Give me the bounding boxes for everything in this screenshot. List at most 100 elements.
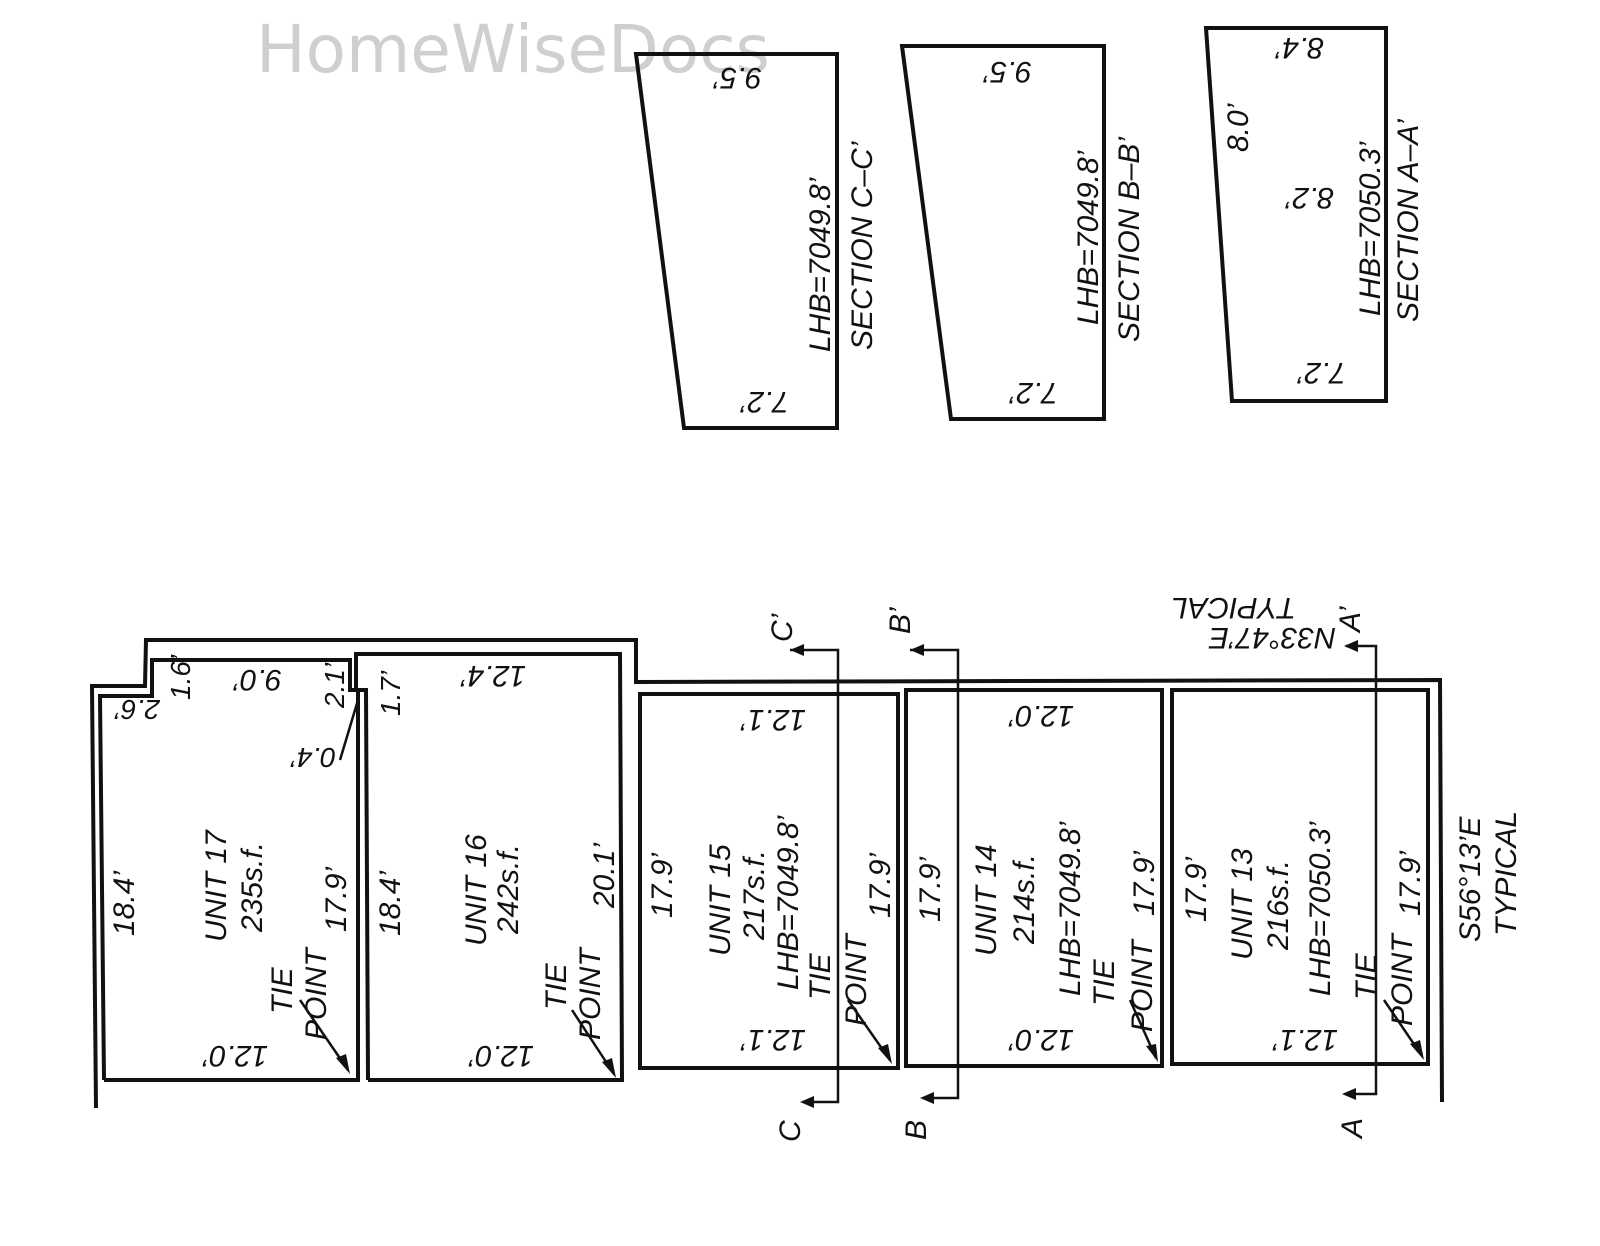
section-a-profile: 8.4’ 8.0’ 8.2’ 7.2’ LHB=7050.3’ SECTION … — [1203, 26, 1425, 403]
unit-17-name: UNIT 17 — [200, 829, 233, 942]
section-a-lhb: LHB=7050.3’ — [1354, 140, 1387, 316]
unit-17-bottom-dim: 12.0’ — [202, 1039, 268, 1072]
unit-14-bottom-dim: 12.0’ — [1008, 1023, 1074, 1056]
section-a-bottom-dim: 7.2’ — [1296, 356, 1346, 389]
unit-14-point-label: POINT — [1126, 938, 1159, 1032]
unit-14-right-dim: 17.9’ — [1128, 850, 1161, 916]
section-a-cut-line — [1346, 644, 1378, 1096]
unit-16-top-dim: 12.4’ — [460, 659, 526, 692]
unit-16-outline — [354, 652, 625, 1082]
unit-13-point-label: POINT — [1386, 932, 1419, 1026]
section-c-title: SECTION C–C’ — [846, 140, 879, 350]
section-a-title: SECTION A–A’ — [1392, 118, 1425, 322]
section-a-top-arrow — [1344, 640, 1358, 652]
unit-17-right-dim: 17.9’ — [320, 866, 353, 932]
unit-17-tie-label: TIE — [266, 966, 299, 1014]
section-b-outline — [899, 44, 1106, 421]
section-b-cut-line — [910, 648, 960, 1100]
unit-17-dim-2: 2.6’ — [114, 694, 161, 725]
watermark: HomeWiseDocs — [256, 11, 770, 88]
unit-16-name: UNIT 16 — [460, 834, 493, 946]
unit-15-right-dim: 17.9’ — [864, 852, 897, 918]
unit-17-tie-arrowhead — [336, 1054, 350, 1074]
section-b-profile: 9.5’ 7.2’ LHB=7049.8’ SECTION B–B’ — [899, 44, 1146, 421]
unit-16-tie-arrowhead — [602, 1058, 616, 1078]
section-b-top-dim: 9.5’ — [982, 55, 1032, 88]
unit-14-outline — [904, 688, 1164, 1068]
section-cut-c: C’ C — [766, 612, 840, 1142]
unit-14: UNIT 14 214s.f. LHB=7049.8’ 17.9’ 17.9’ … — [904, 688, 1164, 1068]
unit-13-outline — [1170, 688, 1430, 1066]
section-cut-b: B’ B — [884, 606, 960, 1140]
outer-boundary-line — [89, 638, 1444, 1109]
unit-13-bottom-dim: 12.1’ — [1272, 1023, 1338, 1056]
unit-16-bottom-dim: 12.0’ — [468, 1039, 534, 1072]
unit-17-left-dim: 18.4’ — [108, 870, 141, 936]
section-c-cut-line — [790, 648, 840, 1104]
bearing-top-note: TYPICAL — [1171, 591, 1296, 624]
section-a-mid-dim: 8.2’ — [1284, 181, 1334, 214]
unit-13-tie-label: TIE — [1350, 952, 1383, 1000]
section-a-top-mark: A’ — [1334, 605, 1367, 634]
section-c-profile: 9.5’ 7.2’ LHB=7049.8’ SECTION C–C’ — [633, 52, 879, 430]
unit-15-tie-arrowhead — [878, 1044, 892, 1064]
section-c-lhb: LHB=7049.8’ — [804, 176, 837, 352]
unit-17-dim-3: 2.1’ — [319, 662, 350, 709]
building-boundary — [89, 638, 1444, 1109]
unit-16-dim-1: 1.7’ — [375, 670, 406, 716]
section-a-top-dim: 8.4’ — [1274, 31, 1324, 64]
unit-15-left-dim: 17.9’ — [646, 852, 679, 918]
unit-17-point-label: POINT — [300, 946, 333, 1040]
unit-17-area: 235s.f. — [236, 842, 269, 933]
unit-13-lhb: LHB=7050.3’ — [1304, 820, 1337, 996]
unit-14-tie-arrowhead — [1146, 1044, 1158, 1062]
unit-15-outline — [638, 692, 900, 1070]
unit-15-top-dim: 12.1’ — [740, 703, 806, 736]
section-c-bottom-arrow — [800, 1096, 814, 1108]
unit-13-right-dim: 17.9’ — [1394, 850, 1427, 916]
unit-16-left-dim: 18.4’ — [374, 870, 407, 936]
unit-13-area: 216s.f. — [1262, 860, 1295, 951]
bearing-right-note: TYPICAL — [1490, 811, 1523, 936]
unit-13-name: UNIT 13 — [1226, 848, 1259, 960]
section-b-title: SECTION B–B’ — [1113, 136, 1146, 342]
unit-14-name: UNIT 14 — [970, 844, 1003, 956]
unit-17-outline — [97, 658, 360, 1082]
unit-17-top-dim: 9.0’ — [232, 663, 282, 696]
section-a-left-dim: 8.0’ — [1222, 102, 1255, 152]
section-a-outline — [1203, 26, 1388, 403]
section-c-bottom-dim: 7.2’ — [739, 385, 789, 418]
unit-17-dim-1: 1.6’ — [165, 654, 196, 700]
bearing-right: S56°13’E — [1454, 816, 1487, 942]
bearing-top: N33°47’E — [1208, 621, 1336, 654]
unit-15-name: UNIT 15 — [704, 844, 737, 956]
section-c-outline — [633, 52, 839, 430]
unit-14-lhb: LHB=7049.8’ — [1054, 820, 1087, 996]
section-b-bottom-arrow — [920, 1092, 934, 1104]
unit-14-top-dim: 12.0’ — [1008, 699, 1074, 732]
section-c-bottom-mark: C — [774, 1120, 807, 1142]
unit-14-area: 214s.f. — [1008, 854, 1041, 945]
section-c-top-dim: 9.5’ — [712, 61, 762, 94]
unit-13-left-dim: 17.9’ — [1180, 856, 1213, 922]
unit-13: UNIT 13 216s.f. LHB=7050.3’ 17.9’ 17.9’ … — [1170, 688, 1430, 1066]
unit-15-point-label: POINT — [840, 932, 873, 1026]
unit-14-left-dim: 17.9’ — [914, 856, 947, 922]
unit-15-bottom-dim: 12.1’ — [740, 1023, 806, 1056]
unit-16-point-label: POINT — [574, 946, 607, 1040]
unit-16-tie-label: TIE — [540, 962, 573, 1010]
section-b-top-arrow — [910, 644, 924, 656]
unit-16: UNIT 16 242s.f. 18.4’ 20.1’ 12.0’ 12.4’ … — [354, 652, 625, 1082]
unit-16-right-dim: 20.1’ — [588, 842, 621, 909]
unit-15: UNIT 15 217s.f. LHB=7049.8’ 17.9’ 17.9’ … — [638, 692, 900, 1070]
section-c-top-arrow — [790, 644, 804, 656]
unit-17-offset-line — [338, 699, 360, 761]
unit-17-dim-4: 0.4’ — [290, 742, 336, 773]
section-b-lhb: LHB=7049.8’ — [1072, 149, 1105, 325]
section-b-bottom-mark: B — [900, 1120, 933, 1140]
unit-13-tie-arrowhead — [1410, 1040, 1424, 1060]
unit-14-tie-label: TIE — [1088, 958, 1121, 1006]
section-a-bottom-mark: A — [1336, 1118, 1369, 1140]
unit-15-lhb: LHB=7049.8’ — [772, 814, 805, 990]
